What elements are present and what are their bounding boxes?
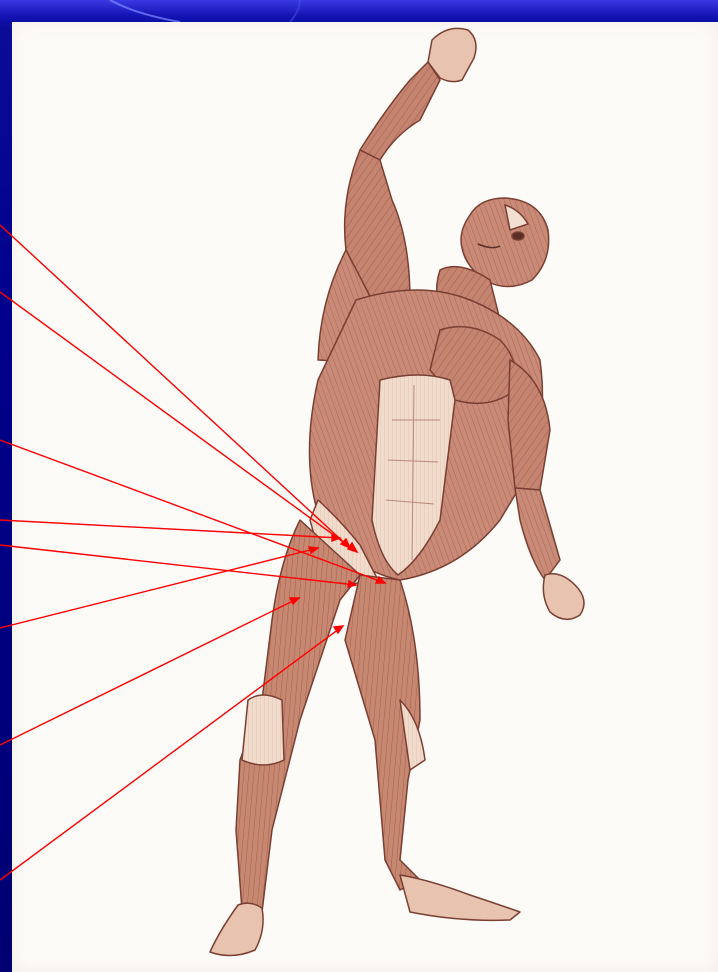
pointer-line-6: [0, 548, 318, 628]
lowered-arm: [508, 360, 584, 619]
legs: [210, 520, 520, 956]
pointer-line-2: [0, 292, 357, 552]
pointer-line-4: [0, 520, 340, 538]
pointer-line-1: [0, 225, 350, 548]
